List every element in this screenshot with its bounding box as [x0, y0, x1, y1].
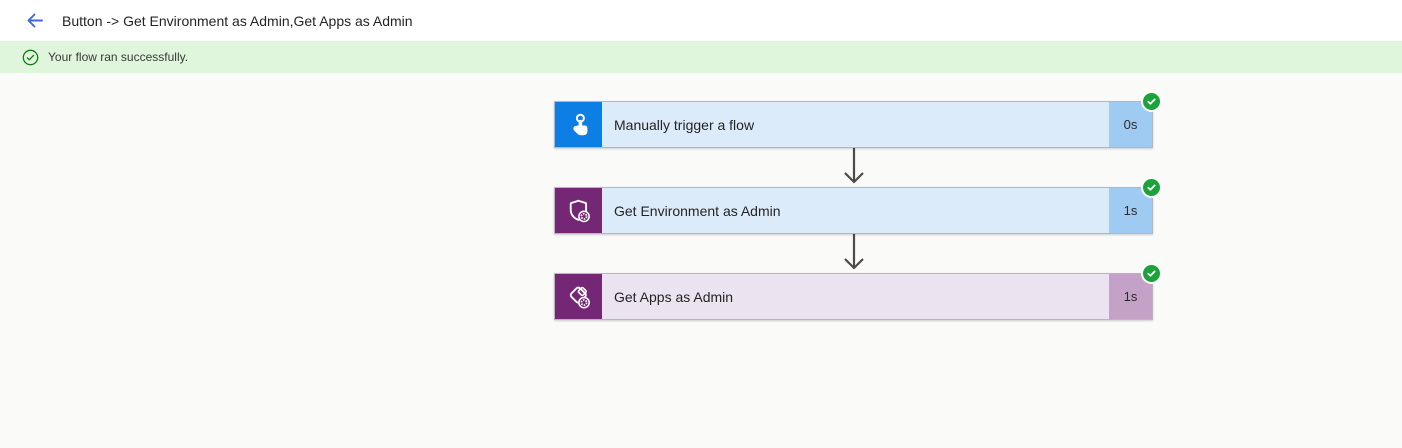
icon-tile	[555, 188, 602, 233]
flow-run-status-banner: Your flow ran successfully.	[0, 41, 1402, 73]
step-label: Manually trigger a flow	[614, 116, 755, 133]
flow-column: Manually trigger a flow 0s	[554, 91, 1162, 320]
step-succeeded-badge	[1141, 263, 1162, 284]
success-checkmark-circle-icon	[22, 49, 39, 66]
page-title: Button -> Get Environment as Admin,Get A…	[62, 12, 413, 29]
flow-step-get-environment[interactable]: Get Environment as Admin 1s	[554, 177, 1162, 234]
flow-canvas: Manually trigger a flow 0s	[0, 73, 1402, 448]
step-succeeded-badge	[1141, 91, 1162, 112]
top-bar: Button -> Get Environment as Admin,Get A…	[0, 0, 1402, 41]
power-platform-admin-shield-icon	[565, 197, 593, 225]
arrow-left-icon	[25, 11, 45, 31]
arrow-down-icon	[839, 234, 869, 273]
power-apps-admin-icon	[565, 283, 593, 311]
step-label: Get Apps as Admin	[614, 288, 734, 305]
manual-trigger-touch-icon	[565, 111, 593, 139]
connector	[554, 234, 1153, 273]
banner-message: Your flow ran successfully.	[48, 50, 189, 64]
icon-tile	[555, 274, 602, 319]
back-button[interactable]	[18, 4, 52, 38]
step-duration: 1s	[1109, 274, 1152, 319]
flow-step-get-apps[interactable]: Get Apps as Admin 1s	[554, 263, 1162, 320]
connector	[554, 148, 1153, 187]
flow-step-manual-trigger[interactable]: Manually trigger a flow 0s	[554, 91, 1162, 148]
icon-tile	[555, 102, 602, 147]
step-label: Get Environment as Admin	[614, 202, 781, 219]
step-succeeded-badge	[1141, 177, 1162, 198]
arrow-down-icon	[839, 148, 869, 187]
